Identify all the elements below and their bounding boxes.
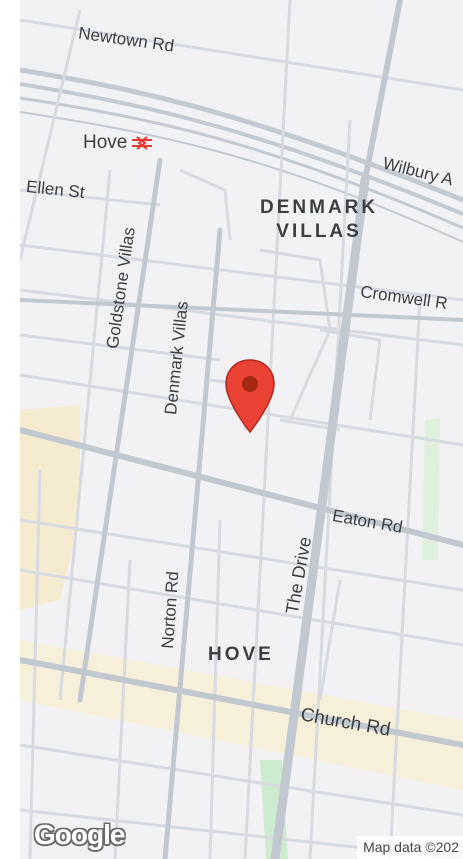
national-rail-icon [131,136,153,150]
major-roads [20,0,463,859]
park-area [20,405,80,610]
station-label-hove[interactable]: Hove [83,132,153,154]
area-label-hove: HOVE [208,644,274,665]
google-logo: Google [34,819,125,850]
location-pin-icon[interactable] [224,358,276,434]
station-name: Hove [83,132,128,153]
map-canvas [20,0,463,859]
map[interactable]: Newtown Rd Wilbury A Ellen St Goldstone … [20,0,463,859]
map-attribution[interactable]: Map data ©202 [357,836,463,859]
railway [20,67,463,243]
green-area-east [422,418,440,560]
area-label-denmark-villas: DENMARK VILLAS [260,196,378,244]
area-label-line2: VILLAS [276,221,362,242]
park-strip [20,640,463,790]
area-label-line1: DENMARK [260,197,379,218]
